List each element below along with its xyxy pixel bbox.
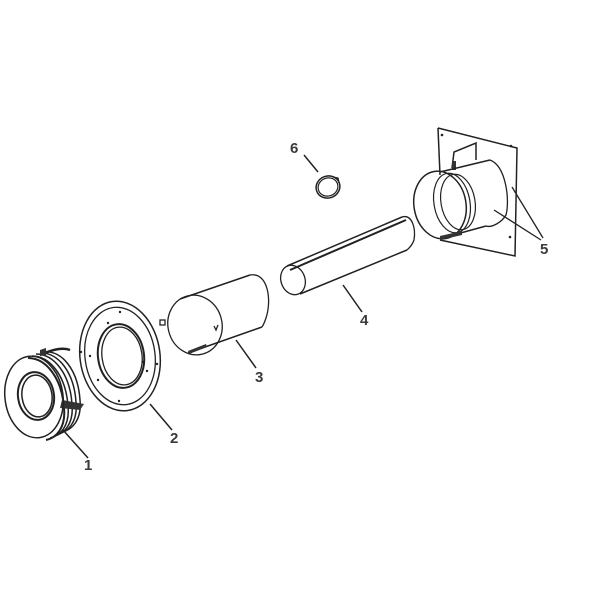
- part-label-5: 5: [540, 241, 548, 258]
- part-label-2: 2: [170, 430, 178, 447]
- bolt-holes: [79, 310, 159, 403]
- part-5-wall-mount-adapter: 5: [412, 127, 548, 258]
- part-4-inner-vent-pipe: 4: [279, 215, 416, 329]
- part-label-3: 3: [255, 369, 263, 386]
- part-3-outer-sleeve-tube: 3: [159, 274, 270, 386]
- part-label-4: 4: [360, 312, 369, 329]
- part-label-1: 1: [84, 457, 92, 474]
- part-label-6: 6: [290, 140, 298, 157]
- part-6-clamp-ring: 6: [290, 140, 341, 199]
- part-1-vent-terminal-cap: 1: [3, 347, 92, 474]
- part-2-wall-flange-plate: 2: [78, 300, 178, 447]
